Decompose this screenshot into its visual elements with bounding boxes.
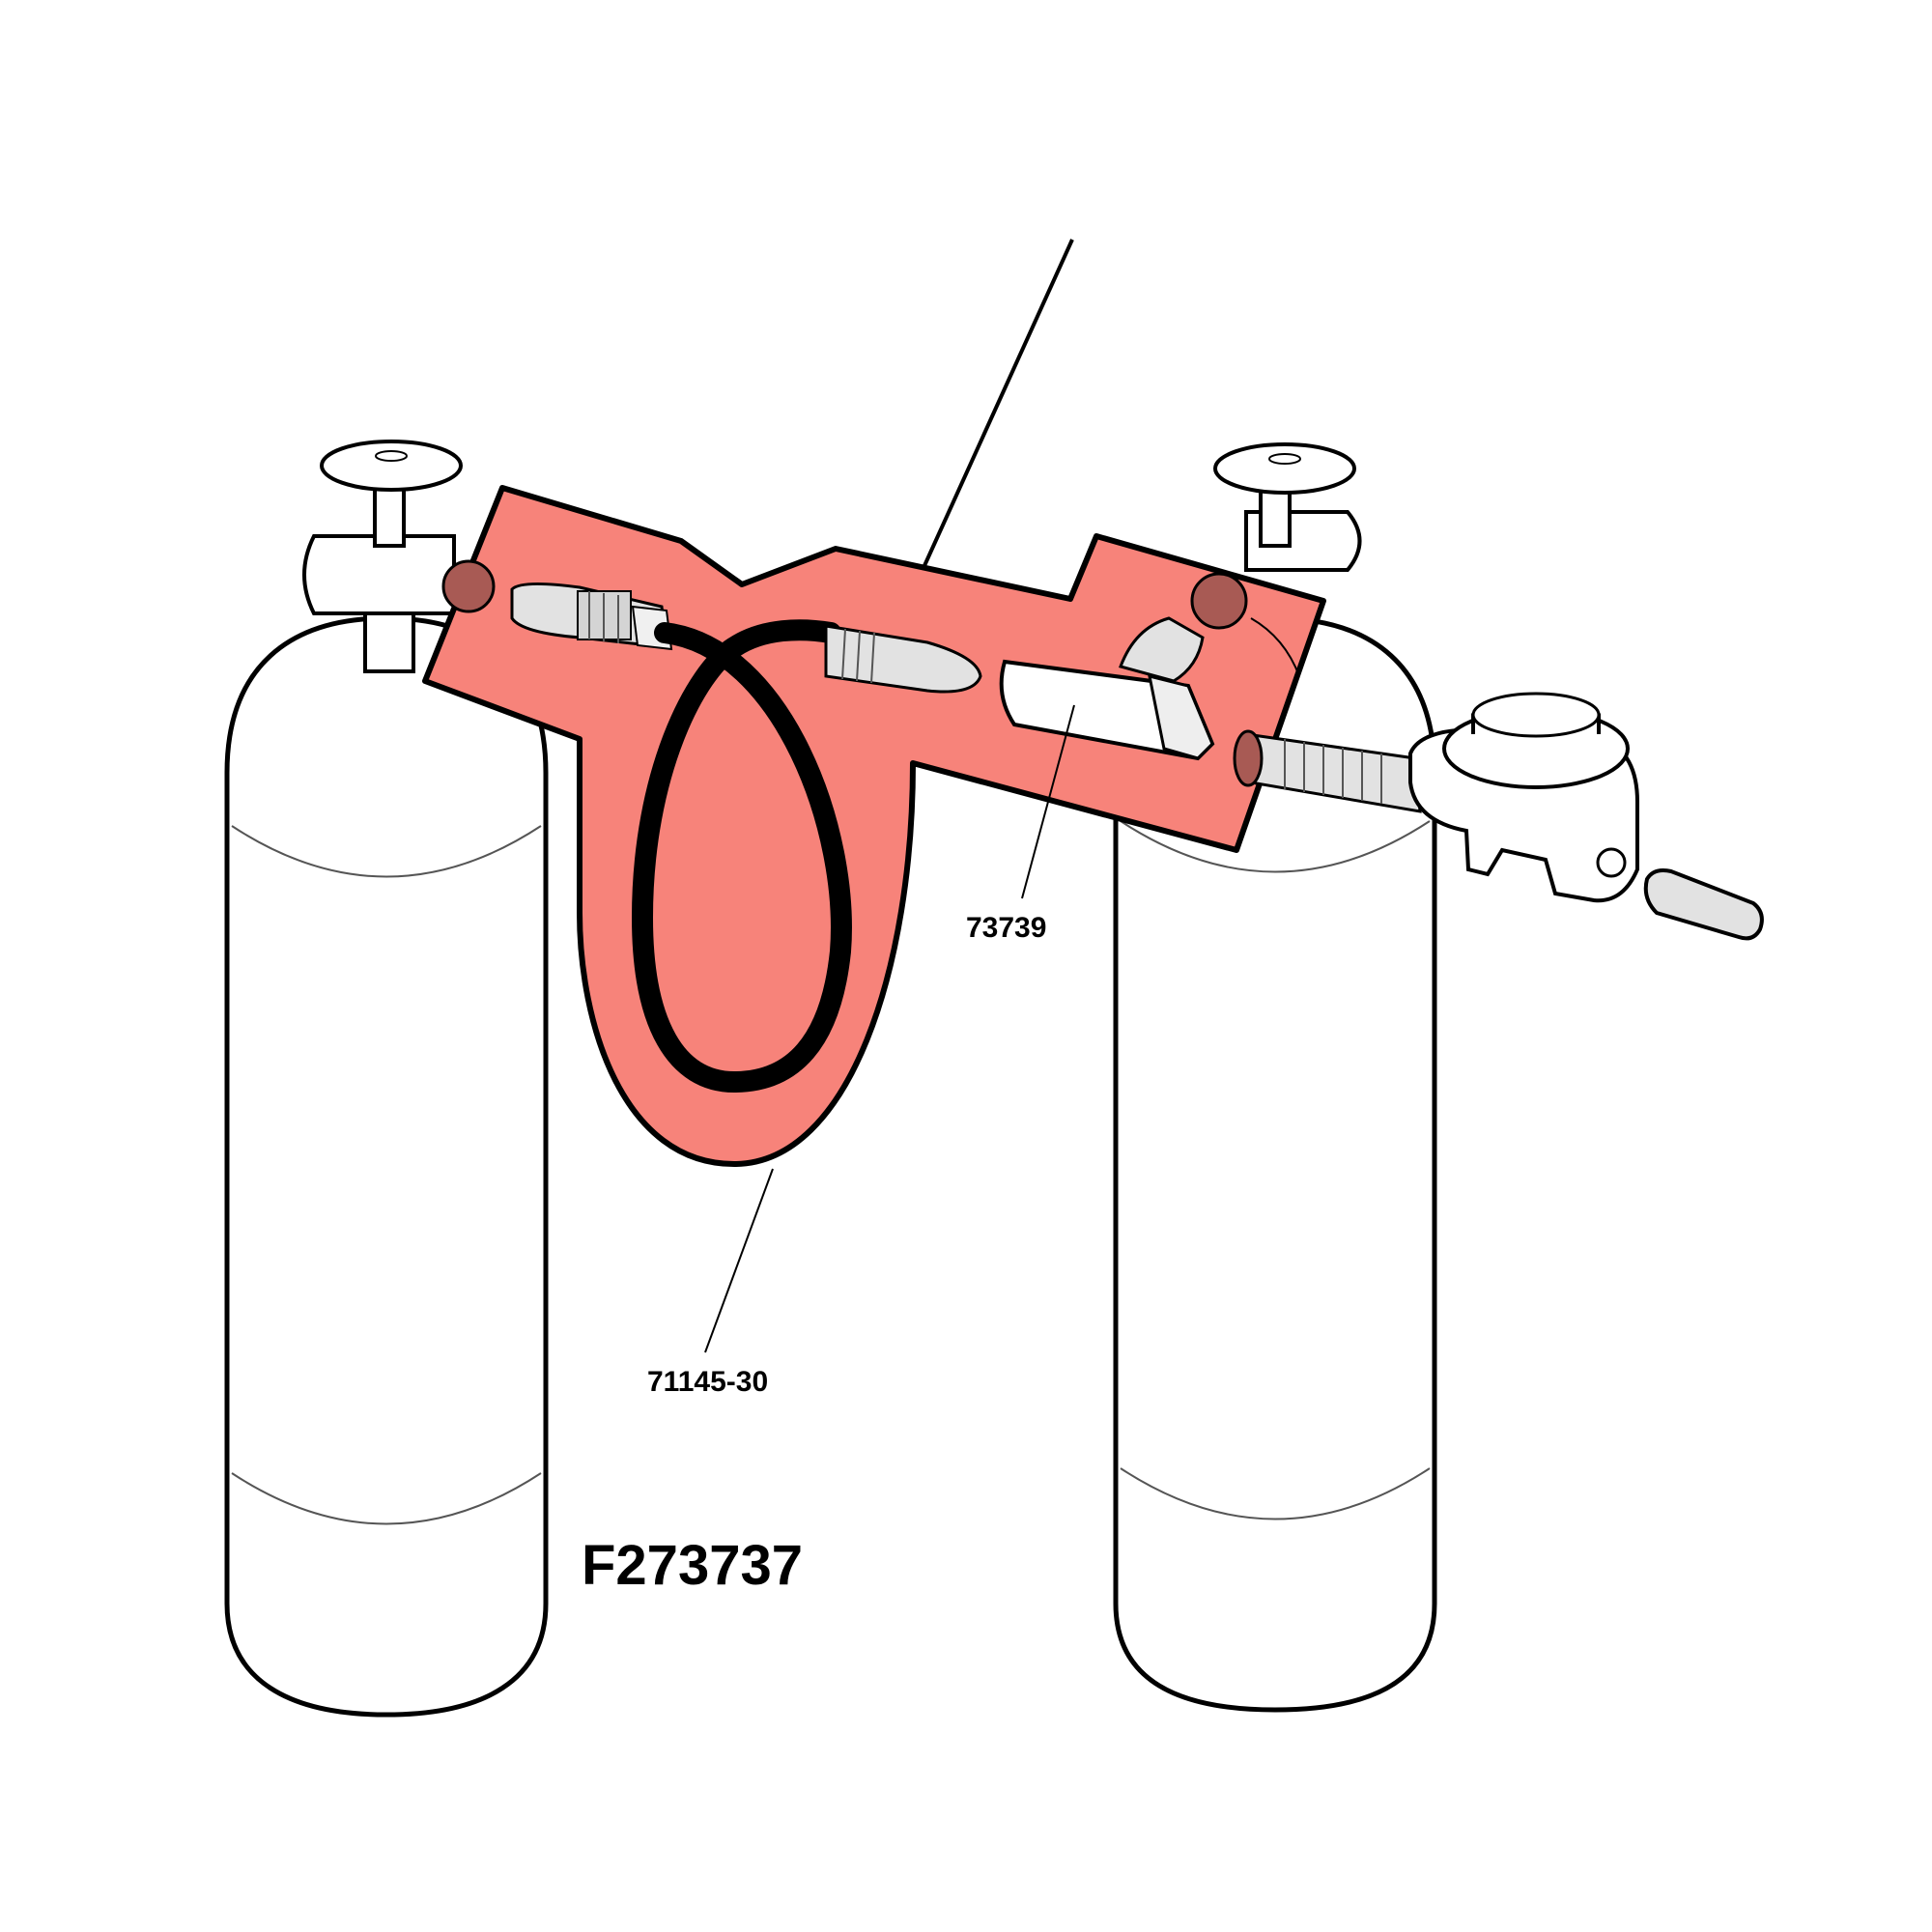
right-tank — [1113, 442, 1437, 1713]
right-valve-handwheel — [1213, 442, 1356, 495]
left-tank-body — [224, 615, 549, 1718]
left-tank-seam-bottom — [231, 1472, 542, 1525]
left-tank-seam-top — [231, 825, 542, 878]
right-tank-seam-top — [1120, 820, 1431, 873]
part-label-tee-fitting: 73739 — [966, 912, 1046, 944]
right-hose-fitting — [824, 624, 982, 694]
left-valve-handwheel — [320, 440, 463, 492]
part-label-hose: 71145-30 — [647, 1366, 768, 1398]
figure-id-label: F273737 — [582, 1534, 803, 1597]
left-hose-fitting — [441, 559, 673, 651]
regulator-outlet-fitting — [1643, 868, 1764, 941]
leader-line-hose — [704, 1168, 774, 1353]
left-valve — [302, 440, 463, 673]
leader-line-top — [921, 239, 1074, 571]
regulator-assembly — [1233, 692, 1764, 941]
leader-line-tee — [1021, 704, 1075, 899]
right-tank-seam-bottom — [1120, 1467, 1431, 1520]
left-tank — [224, 440, 549, 1718]
tee-top-connector — [1190, 572, 1248, 630]
pigtail-hose — [631, 619, 852, 1094]
tee-fitting — [999, 572, 1300, 761]
right-valve — [1213, 442, 1362, 572]
